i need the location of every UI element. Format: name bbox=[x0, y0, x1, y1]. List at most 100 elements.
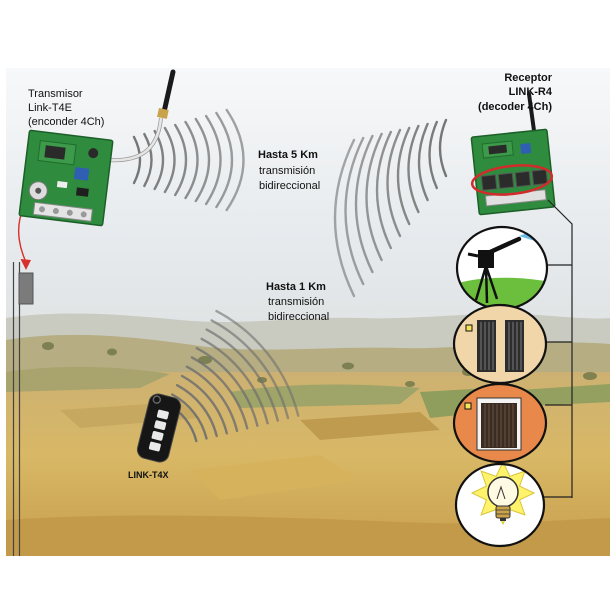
bulb-base bbox=[495, 505, 511, 519]
bulb-tip bbox=[500, 518, 506, 521]
signal-arc bbox=[225, 108, 245, 212]
gate-leaf-left bbox=[477, 320, 496, 372]
signal-arc bbox=[195, 347, 259, 427]
signal-arc bbox=[180, 374, 228, 435]
short-range-line1: transmisión bbox=[268, 296, 324, 308]
transmitter-label: Transmisor Link-T4E (enconder 4Ch) bbox=[28, 88, 104, 128]
tree bbox=[583, 372, 597, 380]
field-patch bbox=[190, 455, 360, 500]
signal-arc bbox=[396, 126, 411, 226]
bus-line bbox=[547, 199, 573, 498]
relay-highlight-ring bbox=[470, 164, 554, 196]
chip bbox=[44, 145, 66, 160]
receiver-description: (decoder 4Ch) bbox=[478, 101, 552, 113]
signal-arc bbox=[175, 384, 218, 438]
signal-arc bbox=[407, 124, 420, 214]
remote-button-1 bbox=[156, 409, 169, 420]
remote-button-2 bbox=[154, 420, 167, 431]
receiver-signal-waves bbox=[333, 118, 448, 298]
signal-arc bbox=[200, 337, 269, 425]
transmitter-title: Transmisor bbox=[28, 88, 83, 100]
warning-lamp bbox=[465, 324, 473, 332]
trimmer bbox=[73, 167, 90, 181]
component bbox=[56, 180, 68, 189]
remote-button-4 bbox=[148, 441, 161, 452]
antenna-connector bbox=[157, 108, 169, 119]
receiver-title: Receptor bbox=[504, 72, 552, 84]
signal-arc bbox=[417, 122, 429, 202]
signal-arc bbox=[143, 132, 153, 188]
transmitter-enclosure bbox=[18, 272, 34, 305]
light-bulb-icon bbox=[454, 462, 546, 548]
tree bbox=[342, 362, 354, 370]
signal-arc bbox=[205, 328, 279, 422]
long-range-line2: bidireccional bbox=[259, 180, 320, 192]
transmitter-description: (enconder 4Ch) bbox=[28, 116, 104, 128]
relay bbox=[514, 170, 532, 188]
signal-arc bbox=[194, 117, 211, 203]
relay bbox=[531, 168, 549, 186]
foreground-grass bbox=[6, 515, 610, 556]
signal-arc bbox=[210, 319, 290, 420]
tree bbox=[107, 348, 117, 356]
receiver-label: Receptor LINK-R4 (decoder 4Ch) bbox=[478, 72, 553, 113]
long-range-line1: transmisión bbox=[259, 165, 315, 177]
icon-frame bbox=[452, 382, 548, 464]
garage-door-icon bbox=[452, 382, 548, 464]
relay bbox=[480, 174, 498, 191]
signal-arc bbox=[386, 128, 402, 238]
signal-arc bbox=[174, 123, 188, 197]
remote-control bbox=[136, 393, 182, 463]
terminal-screw bbox=[80, 211, 87, 218]
long-range-label: Hasta 5 Km transmisión bidireccional bbox=[258, 149, 320, 192]
field-patch bbox=[520, 384, 610, 406]
terminal-block bbox=[32, 201, 93, 222]
output-wiring bbox=[544, 199, 573, 498]
short-range-line2: bidireccional bbox=[268, 311, 329, 323]
tripod-leg bbox=[484, 265, 499, 300]
signal-arc bbox=[344, 136, 365, 286]
icon-frame bbox=[454, 462, 546, 548]
remote-button-3 bbox=[151, 430, 164, 441]
transmitter-signal-waves bbox=[132, 108, 245, 212]
sprinkler-nozzle bbox=[485, 236, 522, 256]
door-slats bbox=[484, 404, 514, 447]
transmitter-antenna bbox=[107, 69, 176, 163]
receiver-model: LINK-R4 bbox=[509, 86, 553, 98]
component bbox=[75, 187, 89, 197]
signal-arc bbox=[185, 365, 239, 432]
gate-leaf-right bbox=[505, 320, 524, 372]
short-range-label: Hasta 1 Km transmisión bidireccional bbox=[266, 281, 329, 323]
antenna-rod bbox=[161, 69, 176, 115]
bulb-scene bbox=[470, 464, 536, 526]
transmitter-board bbox=[18, 129, 114, 227]
short-range-distance: Hasta 1 Km bbox=[266, 281, 326, 293]
buzzer-center bbox=[35, 187, 42, 194]
mounting-pole bbox=[12, 262, 34, 556]
signal-arc bbox=[365, 132, 383, 262]
signal-arc bbox=[184, 120, 199, 200]
gate-bars bbox=[480, 322, 522, 370]
bulb-filament bbox=[496, 485, 506, 500]
remote-model-label: LINK-T4X bbox=[128, 470, 169, 480]
chip bbox=[488, 144, 508, 155]
garage-scene bbox=[464, 397, 522, 451]
signal-arc bbox=[132, 135, 142, 185]
trimmer bbox=[520, 143, 532, 155]
signal-arc bbox=[215, 111, 234, 209]
arrow-head bbox=[20, 259, 31, 270]
terminal-screw bbox=[39, 206, 46, 213]
signal-arc bbox=[375, 130, 392, 250]
antenna-cable bbox=[107, 117, 163, 162]
capacitor bbox=[88, 148, 99, 159]
signal-arc bbox=[190, 356, 249, 430]
tripod-leg bbox=[474, 265, 488, 301]
signal-arc bbox=[171, 393, 208, 440]
warning-lamp bbox=[464, 402, 472, 410]
keyring-hole bbox=[152, 395, 161, 404]
signal-arc bbox=[215, 309, 300, 417]
gate-scene bbox=[465, 320, 524, 372]
gate-icon bbox=[452, 303, 548, 385]
